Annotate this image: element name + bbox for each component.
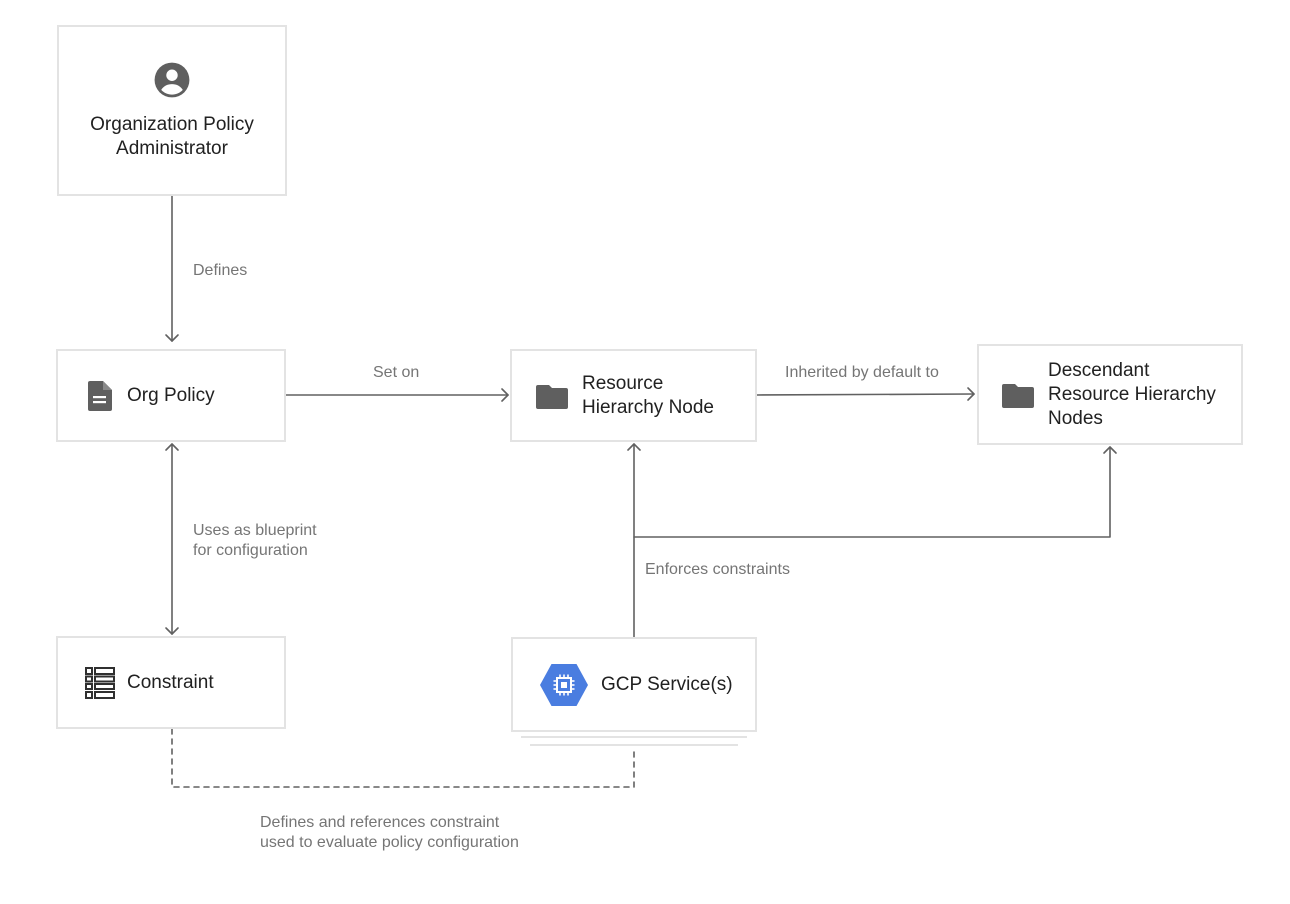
service-stack-line-1 [521,736,747,738]
node-resource-hierarchy-label-line-2: Hierarchy Node [582,396,714,418]
node-descendant[interactable]: Descendant Resource Hierarchy Nodes [977,344,1243,445]
edge-set-on [285,388,509,402]
edge-label-inherited: Inherited by default to [785,364,939,381]
edge-label-blueprint: Uses as blueprint for configuration [193,521,317,561]
node-constraint[interactable]: Constraint [56,636,286,729]
node-resource-hierarchy-label-line-1: Resource [582,372,664,394]
node-gcp-service-label: GCP Service(s) [601,673,733,695]
node-resource-hierarchy[interactable]: Resource Hierarchy Node [510,349,757,442]
edge-label-blueprint-line-1: Uses as blueprint [193,522,317,539]
edge-inherited [756,387,975,401]
node-admin-label-line-1: Organization Policy [90,113,254,135]
compute-engine-icon [539,663,589,707]
node-org-policy-label: Org Policy [127,384,215,406]
edge-label-references-line-2: used to evaluate policy configuration [260,834,519,851]
edge-label-defines: Defines [193,262,248,279]
document-icon [87,380,113,412]
edge-label-set-on: Set on [373,364,420,381]
edge-label-enforces: Enforces constraints [645,561,790,578]
edge-label-blueprint-line-2: for configuration [193,542,308,559]
service-stack-line-2 [530,744,738,746]
node-descendant-label-line-3: Nodes [1048,407,1103,429]
node-org-policy[interactable]: Org Policy [56,349,286,442]
edge-enforces [627,443,1117,638]
folder-icon [536,383,568,409]
node-descendant-label-line-1: Descendant [1048,359,1150,381]
folder-icon [1002,382,1034,408]
node-descendant-label-line-2: Resource Hierarchy [1048,383,1216,405]
node-admin[interactable]: Organization Policy Administrator [57,25,287,196]
node-admin-label: Organization Policy Administrator [72,113,272,161]
edge-defines [165,195,179,342]
account-circle-icon [153,61,191,99]
node-admin-label-line-2: Administrator [116,137,228,159]
node-descendant-label: Descendant Resource Hierarchy Nodes [1048,359,1216,431]
list-icon [85,666,115,699]
edge-label-references: Defines and references constraint used t… [260,813,519,853]
edge-label-references-line-1: Defines and references constraint [260,814,500,831]
node-resource-hierarchy-label: Resource Hierarchy Node [582,372,714,420]
node-gcp-service[interactable]: GCP Service(s) [511,637,757,732]
node-constraint-label: Constraint [127,671,214,693]
edge-blueprint [165,443,179,635]
